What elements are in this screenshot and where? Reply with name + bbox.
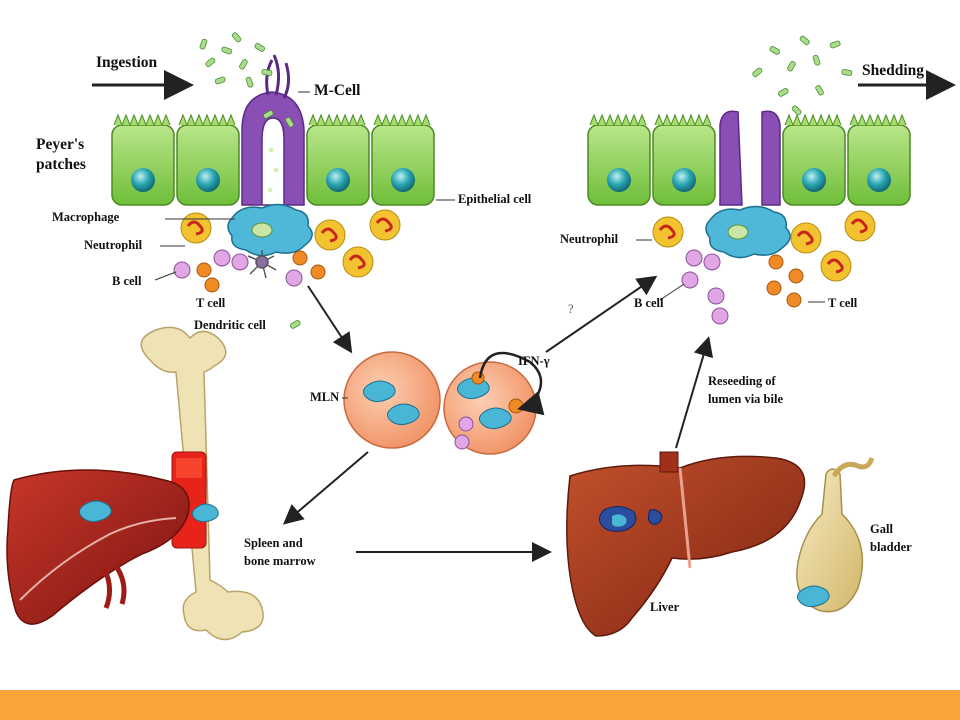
t-cell	[310, 264, 326, 280]
label-leaders-right	[636, 239, 825, 303]
macrophage-label: Macrophage	[52, 210, 120, 224]
dendritic-cell	[247, 250, 277, 279]
gall-bladder	[796, 457, 875, 613]
m-cell	[241, 54, 305, 206]
b-cell	[681, 271, 699, 289]
reseeding-label-line1: Reseeding of	[708, 374, 776, 388]
t-cell-label-right: T cell	[828, 296, 858, 310]
t-cell	[768, 254, 784, 270]
peyers-patches-label-line2: patches	[36, 156, 86, 173]
t-cell	[204, 277, 220, 293]
b-cell	[285, 269, 303, 287]
neutrophil	[652, 216, 684, 248]
arrow-to-epithelium-right	[545, 275, 658, 353]
epithelial-cell	[782, 113, 846, 206]
arrow-to-spleen	[282, 451, 369, 525]
b-cell	[173, 261, 191, 279]
t-cell	[196, 262, 212, 278]
t-cell	[292, 250, 308, 266]
neutrophil	[180, 212, 212, 244]
liver-label: Liver	[650, 600, 680, 614]
epithelial-cell	[111, 113, 175, 206]
b-cell-label-right: B cell	[634, 296, 664, 310]
neutrophil-label-left: Neutrophil	[84, 238, 143, 252]
epithelial-cell	[652, 113, 716, 206]
epithelial-cell	[306, 113, 370, 206]
b-cell	[213, 249, 231, 267]
m-cell-label: M-Cell	[314, 82, 361, 99]
neutrophil	[342, 246, 374, 278]
mln-label: MLN	[310, 390, 340, 404]
m-cell-ruptured	[719, 110, 781, 206]
label-leaders-left	[154, 91, 455, 281]
b-cell	[685, 249, 703, 267]
diagram-canvas	[6, 32, 956, 641]
bacteria-cluster-left	[199, 32, 294, 128]
neutrophil-label-right: Neutrophil	[560, 232, 619, 246]
question-mark-label: ?	[568, 302, 574, 316]
neutrophil	[369, 209, 401, 241]
gall-bladder-label-line1: Gall	[870, 522, 893, 536]
t-cell-label-left: T cell	[196, 296, 226, 310]
peyers-patches-label-line1: Peyer's	[36, 136, 85, 153]
neutrophil	[790, 222, 822, 254]
left-epithelium	[111, 54, 435, 206]
shedding-label: Shedding	[862, 62, 925, 79]
b-cell	[703, 253, 721, 271]
spleen	[6, 469, 190, 625]
mln	[343, 351, 545, 455]
ingestion-label: Ingestion	[96, 54, 158, 71]
epithelial-cell	[847, 113, 911, 206]
left-immune-cells	[173, 203, 401, 329]
b-cell	[711, 307, 729, 325]
right-epithelium	[587, 110, 911, 206]
epithelial-cell	[176, 113, 240, 206]
b-cell	[231, 253, 249, 271]
liver	[566, 451, 806, 637]
neutrophil	[820, 250, 852, 282]
epithelial-cell-label: Epithelial cell	[458, 192, 532, 206]
spleen-bone-marrow-label-line2: bone marrow	[244, 554, 316, 568]
epithelial-cell	[371, 113, 435, 206]
spleen-bone-marrow-label-line1: Spleen and	[244, 536, 303, 550]
bacteria-cluster-right	[752, 35, 853, 116]
t-cell	[766, 280, 782, 296]
ifn-gamma-label: IFN-γ	[518, 354, 550, 368]
neutrophil	[844, 210, 876, 242]
dendritic-cell-label: Dendritic cell	[194, 318, 266, 332]
b-cell	[707, 287, 725, 305]
t-cell	[788, 268, 804, 284]
pathogenesis-diagram: Ingestion M-Cell Shedding Peyer's patche…	[6, 32, 956, 641]
neutrophil	[314, 219, 346, 251]
reseeding-label-line2: lumen via bile	[708, 392, 784, 406]
arrow-to-mln	[307, 285, 353, 354]
footer-bar	[0, 690, 960, 720]
arrow-reseeding	[675, 336, 714, 449]
b-cell-label-left: B cell	[112, 274, 142, 288]
right-immune-cells	[652, 205, 876, 325]
gall-bladder-label-line2: bladder	[870, 540, 912, 554]
epithelial-cell	[587, 113, 651, 206]
t-cell	[786, 292, 802, 308]
